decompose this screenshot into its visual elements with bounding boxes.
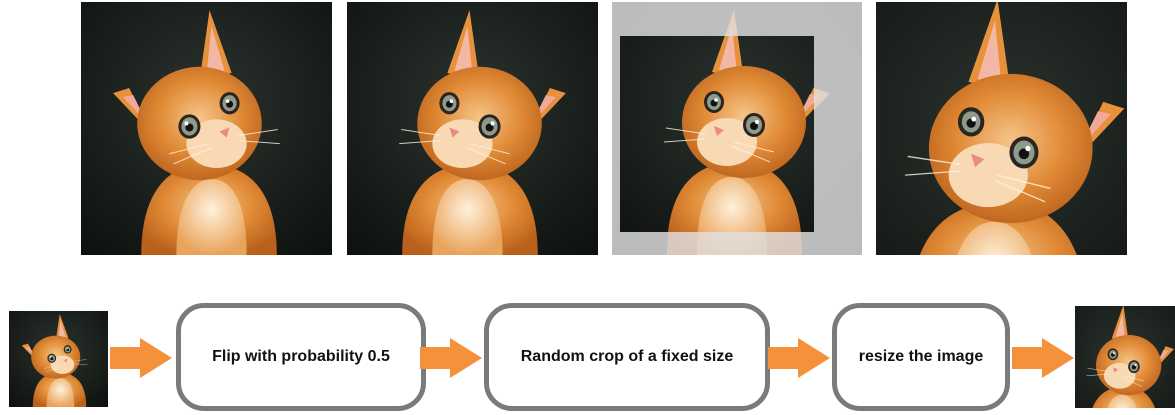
right-arrow-icon bbox=[1012, 338, 1074, 378]
crop-region bbox=[620, 36, 814, 232]
right-arrow-icon bbox=[420, 338, 482, 378]
right-arrow-icon bbox=[768, 338, 830, 378]
resize-step-box: resize the image bbox=[832, 303, 1010, 411]
flipped-kitten-photo bbox=[347, 2, 598, 255]
flip-step-box: Flip with probability 0.5 bbox=[176, 303, 426, 411]
original-kitten-photo bbox=[81, 2, 332, 255]
crop-step-label: Random crop of a fixed size bbox=[520, 348, 734, 365]
right-arrow-icon bbox=[110, 338, 172, 378]
input-kitten-thumbnail bbox=[9, 311, 108, 407]
cropped-kitten-photo bbox=[612, 2, 862, 255]
flip-step-label: Flip with probability 0.5 bbox=[212, 348, 390, 365]
resize-step-label: resize the image bbox=[858, 348, 984, 365]
resized-kitten-photo bbox=[876, 2, 1127, 255]
output-kitten-thumbnail bbox=[1075, 306, 1175, 408]
crop-step-box: Random crop of a fixed size bbox=[484, 303, 770, 411]
